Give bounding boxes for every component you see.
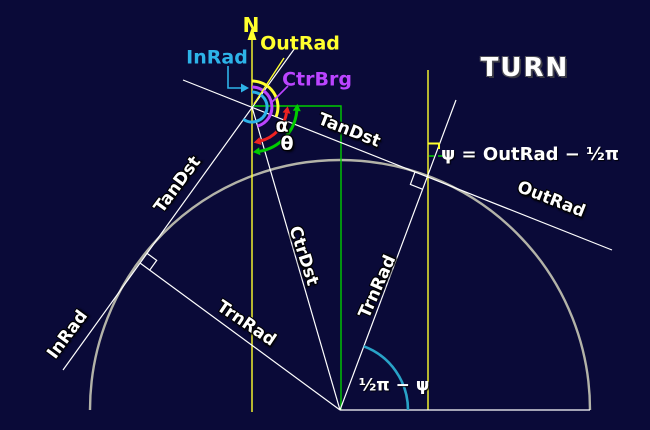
center-distance-line	[251, 106, 341, 411]
alpha-angle-arc	[260, 112, 288, 143]
center-offset-lines	[252, 105, 342, 410]
theta-angle-arc	[259, 110, 299, 153]
inrad-bearing-arc	[242, 90, 269, 124]
theta-arc-arrow-icon	[292, 103, 301, 112]
inrad-legend-label: InRad	[186, 46, 248, 69]
left-radius-line	[139, 262, 341, 411]
ctrbrg-pointer-line	[271, 85, 289, 103]
right-angle-marker-right	[409, 171, 423, 190]
alpha-angle-label: α	[275, 114, 289, 137]
ctrbrg-bearing-arc	[251, 85, 274, 128]
page-title: TURN	[480, 53, 570, 83]
outrad-pointer-line	[253, 57, 285, 105]
inrad-pointer-arrow-icon	[241, 83, 249, 93]
theta-arc-arrow-icon	[252, 147, 261, 156]
psi-equation-label: ψ = OutRad − ½π	[440, 144, 620, 165]
outrad-legend-label: OutRad	[260, 32, 340, 55]
outrad-bearing-arc	[251, 79, 280, 118]
center-angle-arc	[363, 345, 410, 411]
north-arrow-icon	[247, 27, 257, 40]
theta-angle-label: θ	[280, 132, 294, 155]
right-angle-marker-left	[146, 252, 158, 271]
inrad-pointer-line	[227, 66, 241, 89]
center-angle-equation-label: ½π − ψ	[358, 375, 430, 396]
alpha-arc-arrow-icon	[253, 137, 262, 145]
north-label: N	[242, 13, 260, 37]
psi-angle-tick	[428, 142, 440, 149]
right-radius-line	[339, 99, 457, 411]
alpha-arc-arrow-icon	[282, 106, 291, 114]
outbound-tangent-line	[182, 79, 613, 251]
ctrbrg-legend-label: CtrBrg	[282, 68, 352, 91]
